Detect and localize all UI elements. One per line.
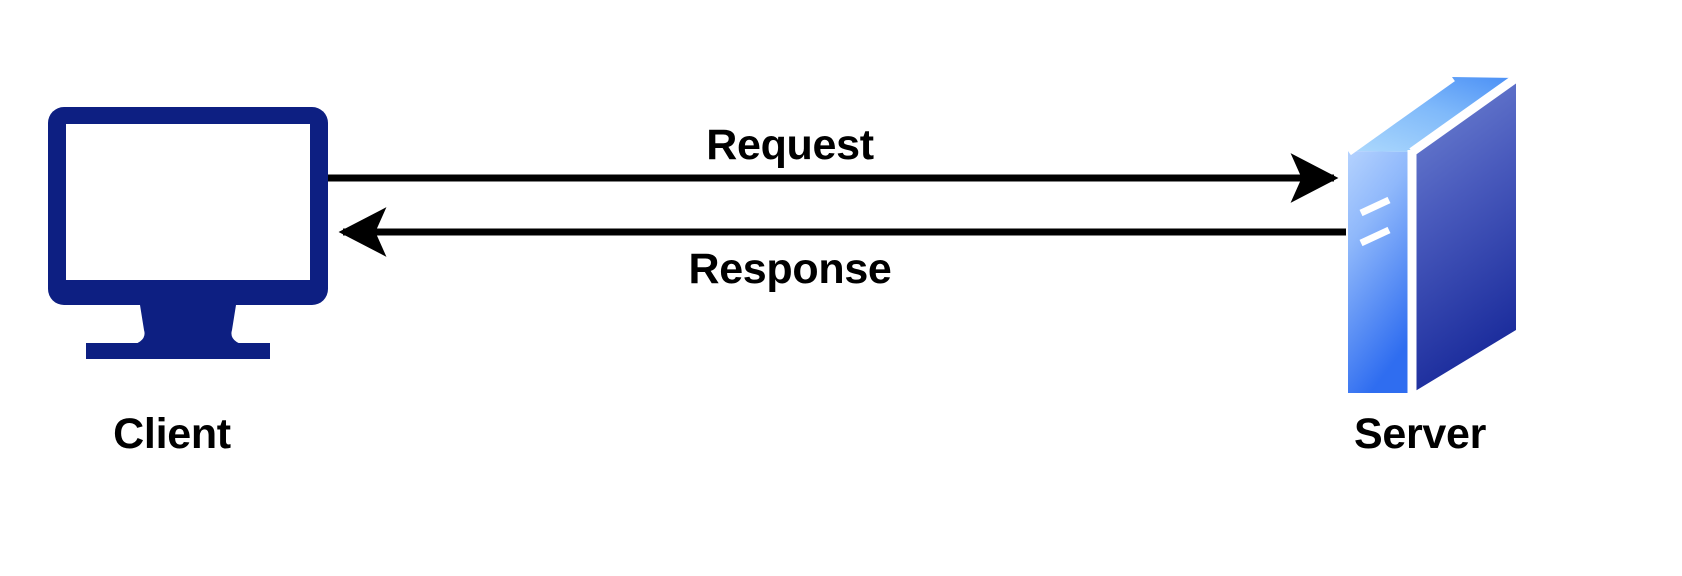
client-label: Client [113,410,231,458]
request-edge: Request [328,121,1339,203]
response-edge: Response [338,207,1346,293]
server-tower-icon [1345,72,1519,393]
client-node: Client [48,107,328,458]
desktop-monitor-icon [48,107,328,359]
server-node: Server [1345,72,1519,458]
response-label: Response [688,245,891,293]
request-label: Request [706,121,874,169]
server-label: Server [1354,410,1487,458]
